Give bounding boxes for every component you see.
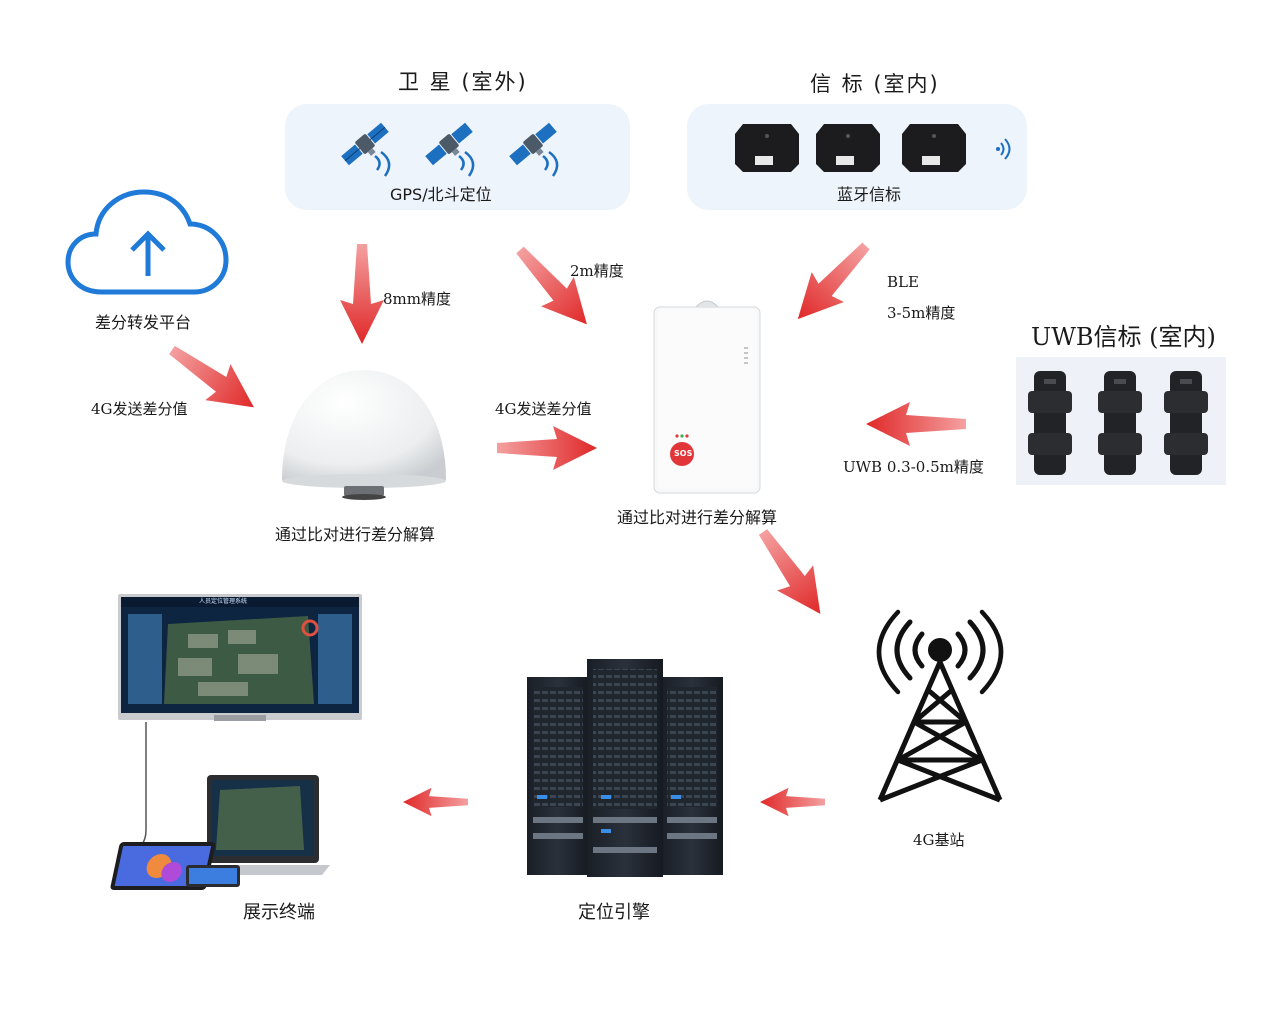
- arrow-tracker-to-tower: [758, 529, 821, 614]
- cell-tower-icon: [876, 609, 1004, 803]
- arrow-tower-to-engine: [760, 787, 825, 817]
- label-dome-to-tracker: 4G发送差分值: [495, 400, 592, 418]
- satellite-icon: [341, 122, 559, 177]
- label-ble-precision: 3-5m精度: [887, 304, 956, 322]
- engine-caption: 定位引擎: [578, 902, 650, 923]
- label-ble: BLE: [887, 273, 919, 291]
- display-caption: 展示终端: [243, 902, 315, 923]
- bluetooth-beacon-icon: [735, 124, 1011, 172]
- tracker-caption: 通过比对进行差分解算: [617, 508, 778, 527]
- uwb-beacon-icon: [1028, 371, 1208, 475]
- uwb-title: UWB信标 (室内): [1031, 323, 1216, 351]
- dome-caption: 通过比对进行差分解算: [275, 525, 436, 544]
- positioning-tag-icon: [653, 300, 761, 494]
- beacon-caption: 蓝牙信标: [837, 185, 902, 204]
- cloud-upload-icon: [65, 189, 229, 295]
- uwb-panel: [1016, 357, 1226, 485]
- screen-title: 人员定位管理系统: [199, 598, 248, 605]
- signal-waves-icon: [996, 138, 1011, 160]
- display-terminal-icon: [118, 594, 362, 722]
- label-sat-to-dome: 8mm精度: [383, 290, 451, 308]
- arrow-beacon-to-tracker: [797, 242, 870, 320]
- laptop-tablet-icon: [110, 722, 330, 890]
- label-cloud-to-dome: 4G发送差分值: [91, 400, 188, 418]
- tower-caption: 4G基站: [913, 831, 965, 849]
- label-sat-to-tracker: 2m精度: [570, 262, 624, 280]
- gnss-dome-icon: [282, 370, 446, 500]
- arrow-dome-to-tracker: [497, 426, 597, 470]
- label-uwb-to-tracker: UWB 0.3-0.5m精度: [843, 458, 984, 476]
- arrow-uwb-to-tracker: [866, 402, 966, 446]
- sos-label: SOS: [674, 449, 693, 458]
- satellite-panel: GPS/北斗定位: [285, 104, 630, 210]
- server-rack-icon: [527, 659, 723, 877]
- arrow-cloud-to-dome: [169, 345, 254, 408]
- beacon-panel: 蓝牙信标: [687, 104, 1027, 210]
- arrow-sat-to-dome: [340, 244, 384, 344]
- arrow-engine-to-display: [403, 787, 468, 817]
- satellite-title: 卫 星 (室外): [398, 70, 528, 94]
- satellite-caption: GPS/北斗定位: [390, 185, 492, 204]
- sos-button: [670, 442, 694, 466]
- cloud-caption: 差分转发平台: [95, 313, 192, 332]
- beacon-title: 信 标 (室内): [810, 72, 940, 96]
- arrow-sat-to-tracker: [516, 246, 587, 325]
